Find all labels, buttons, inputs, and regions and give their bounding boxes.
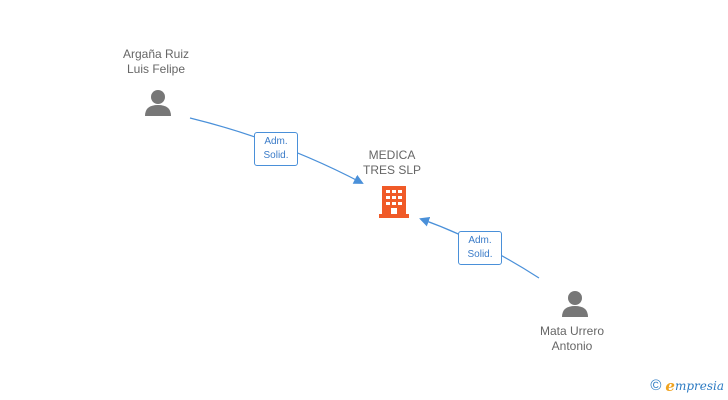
role-label-adm-solid[interactable]: Adm. Solid.: [254, 132, 298, 166]
role-label-line1: Adm.: [468, 235, 492, 246]
role-label-line2: Solid.: [467, 249, 493, 260]
person-name-line1: Argaña Ruiz: [122, 47, 190, 61]
copyright-icon: ©: [650, 377, 662, 394]
person-name-line2: Luis Felipe: [126, 62, 186, 76]
role-label-line2: Solid.: [263, 150, 289, 161]
company-node-label[interactable]: MEDICA TRES SLP: [332, 148, 452, 178]
role-label-line1: Adm.: [264, 136, 288, 147]
company-name-line1: MEDICA: [368, 148, 416, 162]
brand-logo-initial: e: [665, 377, 675, 395]
building-icon[interactable]: [379, 184, 409, 223]
person-node-label[interactable]: Argaña Ruiz Luis Felipe: [96, 47, 216, 77]
person-node-label[interactable]: Mata Urrero Antonio: [512, 324, 632, 354]
brand-footer[interactable]: © e mpresia: [650, 377, 724, 395]
person-icon[interactable]: [561, 289, 589, 324]
role-label-adm-solid[interactable]: Adm. Solid.: [458, 231, 502, 265]
person-name-line1: Mata Urrero: [539, 324, 604, 338]
brand-logo-text: mpresia: [674, 379, 724, 393]
person-icon[interactable]: [144, 88, 172, 123]
company-name-line2: TRES SLP: [362, 163, 422, 177]
person-name-line2: Antonio: [551, 339, 593, 353]
